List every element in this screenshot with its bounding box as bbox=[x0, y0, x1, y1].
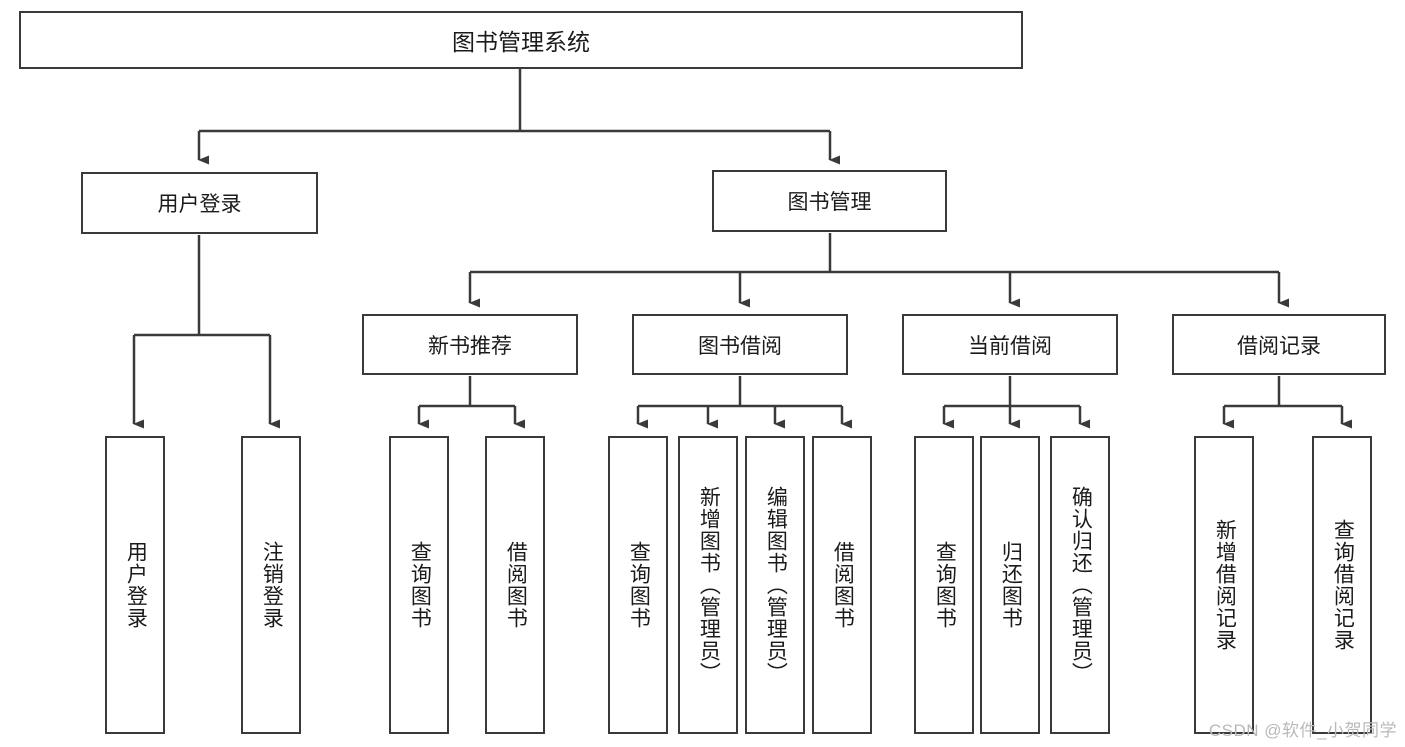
leaf-borrow-record-query[interactable]: 查询借阅记录 bbox=[1312, 436, 1372, 734]
node-book-management[interactable]: 图书管理 bbox=[712, 170, 947, 232]
leaf-label: 查询图书 bbox=[408, 541, 432, 629]
node-borrow-record-label: 借阅记录 bbox=[1237, 334, 1321, 358]
node-user-login-label: 用户登录 bbox=[157, 193, 242, 216]
node-book-management-label: 图书管理 bbox=[787, 191, 872, 214]
leaf-label: 借阅图书 bbox=[504, 541, 528, 629]
node-current-borrow[interactable]: 当前借阅 bbox=[902, 314, 1118, 375]
csdn-watermark: CSDN @软件_小贺同学 bbox=[1208, 721, 1397, 740]
leaf-label: 归还图书 bbox=[999, 541, 1023, 629]
leaf-label: 新增图书（管理员） bbox=[697, 486, 721, 684]
leaf-label: 确认归还（管理员） bbox=[1069, 486, 1093, 684]
leaf-label: 新增借阅记录 bbox=[1213, 519, 1237, 651]
leaf-label: 查询借阅记录 bbox=[1331, 519, 1355, 651]
leaf-label: 用户登录 bbox=[124, 541, 148, 629]
leaf-label: 编辑图书（管理员） bbox=[764, 486, 788, 684]
leaf-book-borrow-edit[interactable]: 编辑图书（管理员） bbox=[745, 436, 805, 734]
node-new-book-recommend-label: 新书推荐 bbox=[428, 334, 512, 358]
leaf-borrow-record-add[interactable]: 新增借阅记录 bbox=[1194, 436, 1254, 734]
node-book-borrow-label: 图书借阅 bbox=[698, 334, 782, 358]
leaf-label: 查询图书 bbox=[933, 541, 957, 629]
leaf-user-login-logout[interactable]: 注销登录 bbox=[241, 436, 301, 734]
leaf-current-borrow-query[interactable]: 查询图书 bbox=[914, 436, 974, 734]
leaf-label: 借阅图书 bbox=[831, 541, 855, 629]
node-new-book-recommend[interactable]: 新书推荐 bbox=[362, 314, 578, 375]
node-user-login[interactable]: 用户登录 bbox=[81, 172, 318, 234]
leaf-book-borrow-query[interactable]: 查询图书 bbox=[608, 436, 668, 734]
leaf-label: 查询图书 bbox=[627, 541, 651, 629]
node-current-borrow-label: 当前借阅 bbox=[968, 334, 1052, 358]
leaf-book-borrow-borrow[interactable]: 借阅图书 bbox=[812, 436, 872, 734]
node-root-label: 图书管理系统 bbox=[452, 29, 590, 55]
node-book-borrow[interactable]: 图书借阅 bbox=[632, 314, 848, 375]
leaf-current-borrow-return[interactable]: 归还图书 bbox=[980, 436, 1040, 734]
leaf-current-borrow-confirm-return[interactable]: 确认归还（管理员） bbox=[1050, 436, 1110, 734]
node-root[interactable]: 图书管理系统 bbox=[19, 11, 1023, 69]
node-borrow-record[interactable]: 借阅记录 bbox=[1172, 314, 1386, 375]
leaf-new-book-query[interactable]: 查询图书 bbox=[389, 436, 449, 734]
leaf-label: 注销登录 bbox=[260, 541, 284, 629]
leaf-user-login-login[interactable]: 用户登录 bbox=[105, 436, 165, 734]
leaf-new-book-borrow[interactable]: 借阅图书 bbox=[485, 436, 545, 734]
leaf-book-borrow-add[interactable]: 新增图书（管理员） bbox=[678, 436, 738, 734]
